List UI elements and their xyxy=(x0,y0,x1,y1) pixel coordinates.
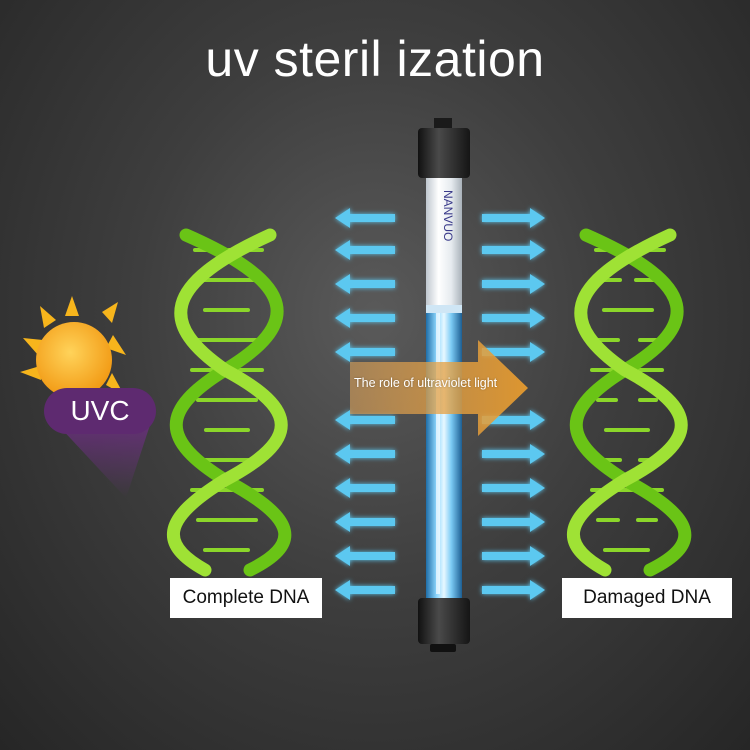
left-uv-arrows xyxy=(335,208,395,600)
page-title: uv steril ization xyxy=(205,31,545,87)
complete-dna-label: Complete DNA xyxy=(170,578,322,618)
uvc-badge: UVC xyxy=(44,388,156,434)
uvc-beam xyxy=(58,425,150,498)
damaged-dna-label: Damaged DNA xyxy=(562,578,732,618)
lamp-brand-text: NANVUO xyxy=(441,190,455,241)
sun-icon xyxy=(20,296,126,398)
damaged-dna-helix xyxy=(566,228,692,577)
uv-lamp: NANVUO xyxy=(418,118,470,652)
center-arrow xyxy=(350,340,528,436)
complete-dna-helix xyxy=(166,228,292,577)
center-arrow-label: The role of ultraviolet light xyxy=(354,376,498,390)
right-uv-arrows xyxy=(482,208,545,600)
